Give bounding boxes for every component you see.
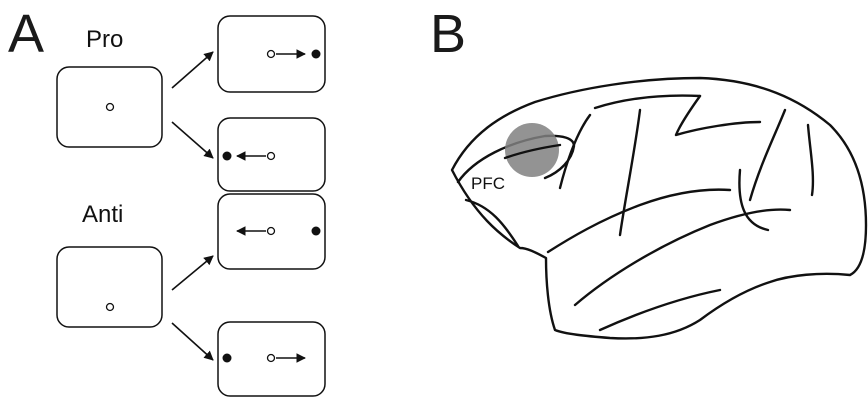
superior-temporal-branch — [739, 170, 768, 230]
intraparietal-sulcus — [676, 96, 760, 135]
anti-left-target-screen — [218, 322, 325, 396]
occipital-sulcus — [808, 125, 813, 195]
fixation-point — [107, 104, 114, 111]
sylvian-fissure — [548, 190, 730, 252]
arcuate-sulcus — [560, 115, 590, 188]
target-dot — [312, 227, 321, 236]
fixation-point — [107, 304, 114, 311]
arrow-pro-down — [172, 122, 213, 158]
arrow-anti-down — [172, 323, 213, 360]
pfc-label: PFC — [471, 174, 505, 193]
fixation-point — [268, 355, 275, 362]
target-dot — [223, 354, 232, 363]
fixation-point — [268, 228, 275, 235]
superior-sulcus — [595, 96, 700, 108]
brain-outline — [452, 78, 866, 338]
pro-left-target-screen — [218, 118, 325, 191]
inferior-temporal-sulcus — [600, 290, 720, 330]
panel-a: A Pro Anti — [8, 4, 325, 396]
lunate-sulcus — [750, 110, 785, 200]
anti-label: Anti — [82, 201, 123, 228]
superior-temporal-sulcus — [575, 210, 790, 305]
arrow-anti-up — [172, 256, 213, 290]
target-dot — [223, 152, 232, 161]
pro-label: Pro — [86, 26, 123, 53]
anti-right-target-screen — [218, 194, 325, 269]
anti-fixation-screen — [57, 247, 162, 327]
pro-right-target-screen — [218, 16, 325, 92]
fixation-point — [268, 51, 275, 58]
panel-b: B PFC — [430, 4, 866, 338]
target-dot — [312, 50, 321, 59]
pro-fixation-screen — [57, 67, 162, 147]
central-sulcus — [620, 110, 640, 235]
panel-a-letter: A — [8, 4, 44, 64]
arrow-pro-up — [172, 52, 213, 88]
fixation-point — [268, 153, 275, 160]
panel-b-letter: B — [430, 4, 466, 64]
